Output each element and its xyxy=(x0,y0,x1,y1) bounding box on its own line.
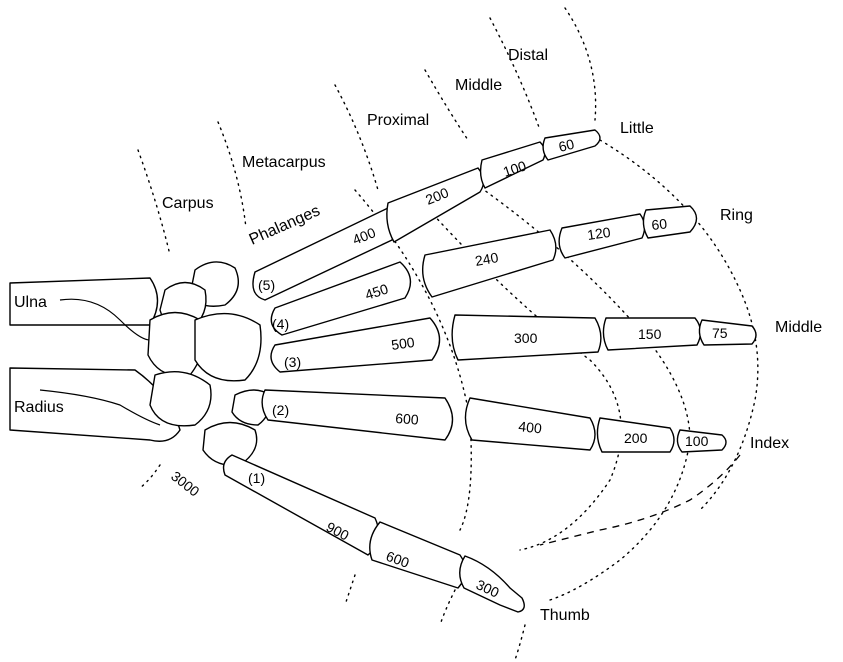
metacarpal-number-2: (2) xyxy=(272,402,289,418)
value-middle-proximal: 300 xyxy=(514,330,538,346)
value-index-proximal: 400 xyxy=(518,418,543,436)
value-index-middle: 200 xyxy=(624,430,648,446)
middle-distal xyxy=(699,320,756,345)
label-ring: Ring xyxy=(720,207,753,224)
carpal-capitate xyxy=(195,314,261,381)
metacarpal-number-1: (1) xyxy=(248,470,265,486)
value-ring-middle: 120 xyxy=(586,224,612,243)
value-middle-distal: 75 xyxy=(712,325,728,341)
label-phalanges: Phalanges xyxy=(247,202,323,248)
metacarpal-number-5: (5) xyxy=(258,277,275,293)
value-carpus: 3000 xyxy=(168,468,203,500)
label-metacarpus: Metacarpus xyxy=(242,154,326,171)
label-ulna: Ulna xyxy=(14,294,47,311)
label-index: Index xyxy=(750,435,789,452)
value-middle-middle: 150 xyxy=(638,326,662,342)
metacarpal-number-4: (4) xyxy=(272,316,289,332)
label-carpus: Carpus xyxy=(162,195,214,212)
thumb-proximal xyxy=(370,522,466,588)
label-little: Little xyxy=(620,120,654,137)
value-ring-distal: 60 xyxy=(651,215,668,233)
label-radius: Radius xyxy=(14,399,64,416)
metacarpal-number-3: (3) xyxy=(284,354,301,370)
value-index-distal: 100 xyxy=(685,433,709,449)
value-index-metacarpal: 600 xyxy=(395,410,420,428)
label-middle-phalanx: Middle xyxy=(455,77,502,94)
index-metacarpal xyxy=(262,390,452,440)
label-proximal: Proximal xyxy=(367,112,429,129)
label-thumb: Thumb xyxy=(540,607,590,624)
thumb-metacarpal xyxy=(224,455,379,555)
value-middle-metacarpal: 500 xyxy=(390,334,416,353)
dashed-arc xyxy=(540,455,740,545)
hand-bones xyxy=(224,130,756,612)
carpal-scaphoid xyxy=(150,372,211,426)
label-distal: Distal xyxy=(508,47,548,64)
label-middle-finger: Middle xyxy=(775,319,822,336)
